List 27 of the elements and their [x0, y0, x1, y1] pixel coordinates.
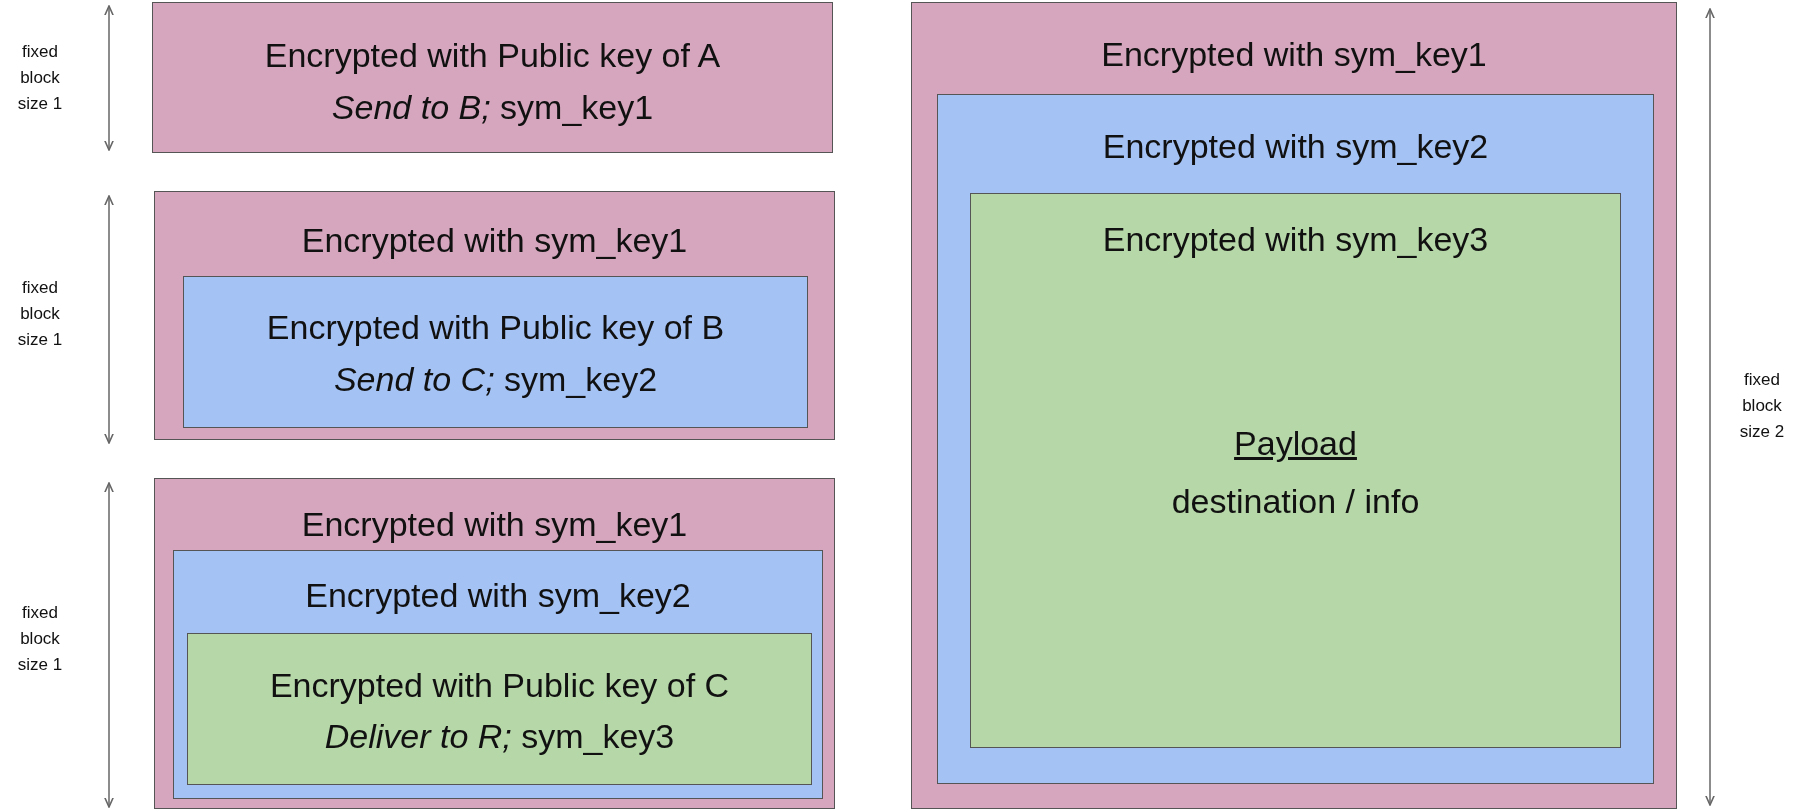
- encryption-layer-box: [937, 94, 1654, 784]
- layer-title: Encrypted with sym_key1: [300, 220, 689, 261]
- layer-title: Encrypted with Public key of C: [268, 665, 731, 706]
- layer-title: Encrypted with sym_key2: [1101, 126, 1490, 167]
- layer-title: Encrypted with sym_key3: [1101, 219, 1490, 260]
- dimension-label: fixed block size 1: [16, 41, 64, 115]
- layer-title: Encrypted with Public key of B: [265, 307, 726, 348]
- layer-detail: Send to C; sym_key2: [332, 359, 659, 400]
- dimension-label: fixed block size 1: [16, 277, 64, 351]
- layer-title: Encrypted with sym_key2: [304, 575, 692, 616]
- payload-heading: Payload: [1233, 423, 1358, 464]
- encryption-layer-box: [911, 2, 1677, 809]
- layer-title: Encrypted with sym_key1: [1100, 34, 1488, 75]
- encryption-layer-box: [173, 550, 823, 799]
- encryption-layer-box: [154, 478, 835, 809]
- dimension-label: fixed block size 1: [16, 602, 64, 676]
- encryption-layer-box: [154, 191, 835, 440]
- layer-detail: Send to B; sym_key1: [330, 87, 655, 128]
- encryption-layer-box: [152, 2, 833, 153]
- encryption-layer-box: [187, 633, 812, 785]
- layer-detail: destination / info: [1170, 481, 1421, 522]
- layer-title: Encrypted with sym_key1: [300, 504, 689, 545]
- encryption-layer-box: [970, 193, 1621, 748]
- layer-detail: Deliver to R; sym_key3: [323, 716, 676, 757]
- encryption-layer-box: [183, 276, 808, 428]
- dimension-label: fixed block size 2: [1738, 369, 1786, 443]
- layer-title: Encrypted with Public key of A: [263, 35, 722, 76]
